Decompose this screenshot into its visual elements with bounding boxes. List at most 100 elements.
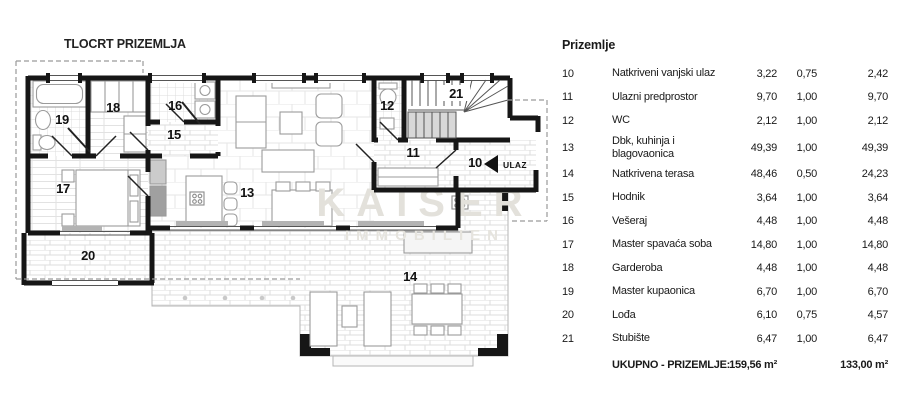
outdoor-sofa-icon <box>309 291 338 347</box>
room-name: Lođa <box>612 308 636 321</box>
bar-stool-icon <box>223 197 238 211</box>
terrace-pillars <box>300 188 508 356</box>
room-reduced-area: 6,47 <box>867 332 889 345</box>
room-number: 20 <box>562 309 574 322</box>
room-coefficient: 1,00 <box>796 91 818 104</box>
room-number: 13 <box>562 141 574 154</box>
pillar-sw <box>300 334 311 356</box>
table-row: 15 Hodnik 3,64 1,00 3,64 <box>556 186 892 210</box>
table-row: 21 Stubište 6,47 1,00 6,47 <box>556 327 892 351</box>
table-title: Prizemlje <box>562 38 616 52</box>
room-area: 3,22 <box>756 67 778 80</box>
room-coefficient: 0,50 <box>796 168 818 181</box>
room-coefficient: 1,00 <box>796 285 818 298</box>
room-coefficient: 1,00 <box>796 262 818 275</box>
room-name: Dbk, kuhinja i blagovaonica <box>612 134 675 160</box>
table-row: 16 Vešeraj 4,48 1,00 4,48 <box>556 210 892 234</box>
bed-icon <box>61 169 141 227</box>
room-reduced-area: 3,64 <box>867 191 889 204</box>
terrace-step <box>332 355 474 367</box>
room-label-17: 17 <box>56 181 70 196</box>
sofa-icon <box>261 149 315 173</box>
room-name: Vešeraj <box>612 214 647 227</box>
outdoor-dining-table-icon <box>411 283 463 336</box>
table-row: 11 Ulazni predprostor 9,70 1,00 9,70 <box>556 86 892 110</box>
window-icon <box>52 278 118 288</box>
room-number: 11 <box>562 91 573 104</box>
stairs-label-bg <box>442 85 470 101</box>
room-area: 48,46 <box>750 168 778 181</box>
room-area: 9,70 <box>756 91 778 104</box>
label-leader-lines <box>67 101 201 153</box>
dining-table-icon <box>271 181 333 227</box>
room-number: 21 <box>562 332 574 345</box>
room-area: 4,48 <box>756 215 778 228</box>
pillar-sw-wing <box>300 348 330 356</box>
room-area: 3,64 <box>756 191 778 204</box>
window-icon <box>252 73 306 83</box>
room-reduced-area: 6,70 <box>867 285 889 298</box>
room-label-10: 10 <box>468 155 482 170</box>
washer-icon <box>194 81 216 119</box>
entrance-marker: ULAZ <box>484 155 527 173</box>
room-number: 19 <box>562 285 574 298</box>
pillar-ne <box>499 188 508 211</box>
room-label-18: 18 <box>106 100 120 115</box>
window-icon <box>46 73 82 83</box>
room-area: 2,12 <box>756 114 778 127</box>
plan-title: TLOCRT PRIZEMLJA <box>64 37 186 51</box>
room-name: Natkriveni vanjski ulaz <box>612 67 716 80</box>
cooktop-icon <box>189 191 205 206</box>
sliding-door-icon <box>60 221 436 236</box>
room-label-12: 12 <box>380 98 394 113</box>
room-coefficient: 1,00 <box>796 215 818 228</box>
window-icon <box>420 73 450 83</box>
total-area: 159,56 m² <box>729 359 777 372</box>
table-row: 14 Natkrivena terasa 48,46 0,50 24,23 <box>556 163 892 187</box>
room-name: Natkrivena terasa <box>612 167 694 180</box>
armchair-icon <box>315 93 343 119</box>
floor-plan: KAISER IMMOBILIEN <box>15 37 548 367</box>
entrance-arrow-icon <box>484 155 498 173</box>
kitchen-counter-icon <box>149 159 167 185</box>
room-reduced-area: 4,48 <box>867 215 889 228</box>
coffee-table-icon <box>279 111 303 135</box>
room-area: 6,47 <box>756 332 778 345</box>
room-number: 12 <box>562 114 574 127</box>
room-coefficient: 1,00 <box>796 332 818 345</box>
table-row: 18 Garderoba 4,48 1,00 4,48 <box>556 257 892 281</box>
kitchen-counter-icon <box>149 185 167 217</box>
room-number: 15 <box>562 191 574 204</box>
room-coefficient: 1,00 <box>796 114 818 127</box>
furniture-group <box>32 79 473 347</box>
floor-loggia <box>26 233 152 283</box>
table-row: 17 Master spavaća soba 14,80 1,00 14,80 <box>556 233 892 257</box>
wardrobe-icon <box>90 80 147 153</box>
room-reduced-area: 24,23 <box>861 168 889 181</box>
wc-toilet-icon <box>378 82 398 106</box>
outdoor-coffee-table-icon <box>341 305 358 328</box>
room-label-15: 15 <box>167 127 181 142</box>
nightstand-icon <box>61 213 75 227</box>
pillar-se <box>497 334 508 356</box>
room-reduced-area: 4,57 <box>867 309 889 322</box>
room-reduced-area: 9,70 <box>867 91 889 104</box>
room-coefficient: 0,75 <box>796 309 818 322</box>
room-area: 4,48 <box>756 262 778 275</box>
room-number: 10 <box>562 67 574 80</box>
room-name: Ulazni predprostor <box>612 90 698 103</box>
room-name: Master spavaća soba <box>612 238 712 251</box>
pillar-se-wing <box>478 348 508 356</box>
entry-cabinet-icon <box>377 167 439 187</box>
room-number: 18 <box>562 262 574 275</box>
window-icon <box>460 73 494 83</box>
outdoor-sofa-icon <box>363 291 392 347</box>
area-table-panel: Prizemlje 10 Natkriveni vanjski ulaz 3,2… <box>556 38 892 377</box>
stairs-icon <box>407 79 509 139</box>
room-coefficient: 1,00 <box>796 141 818 154</box>
bathtub-icon <box>32 80 87 108</box>
door-swings <box>51 103 457 197</box>
room-label-11: 11 <box>406 145 419 160</box>
room-number: 16 <box>562 215 574 228</box>
